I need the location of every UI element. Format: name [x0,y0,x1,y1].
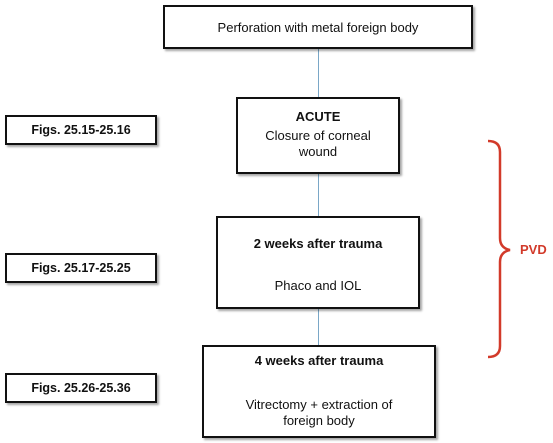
figure-ref-2: Figs. 25.17-25.25 [5,253,157,283]
figure-ref-1: Figs. 25.15-25.16 [5,115,157,145]
node-perforation: Perforation with metal foreign body [163,5,473,49]
connector-start-acute [318,48,319,98]
pvd-bracket-path [487,139,511,359]
figure-ref-3: Figs. 25.26-25.36 [5,373,157,403]
pvd-bracket [487,139,511,359]
node-week2: 2 weeks after trauma Phaco and IOL [216,216,420,309]
node-week4: 4 weeks after trauma Vitrectomy + extrac… [202,345,436,438]
node-acute-title: ACUTE [295,109,341,124]
node-week2-text: Phaco and IOL [274,278,362,293]
node-week4-title: 4 weeks after trauma [254,353,384,368]
node-week2-title: 2 weeks after trauma [253,236,383,251]
connector-acute-week2 [318,173,319,217]
connector-week2-week4 [318,308,319,346]
node-week4-text: Vitrectomy + extraction of foreign body [245,397,393,428]
pvd-label: PVD [520,242,547,257]
node-perforation-text: Perforation with metal foreign body [217,20,419,35]
node-acute: ACUTE Closure of corneal wound [236,97,400,174]
node-acute-text: Closure of corneal wound [265,128,371,159]
